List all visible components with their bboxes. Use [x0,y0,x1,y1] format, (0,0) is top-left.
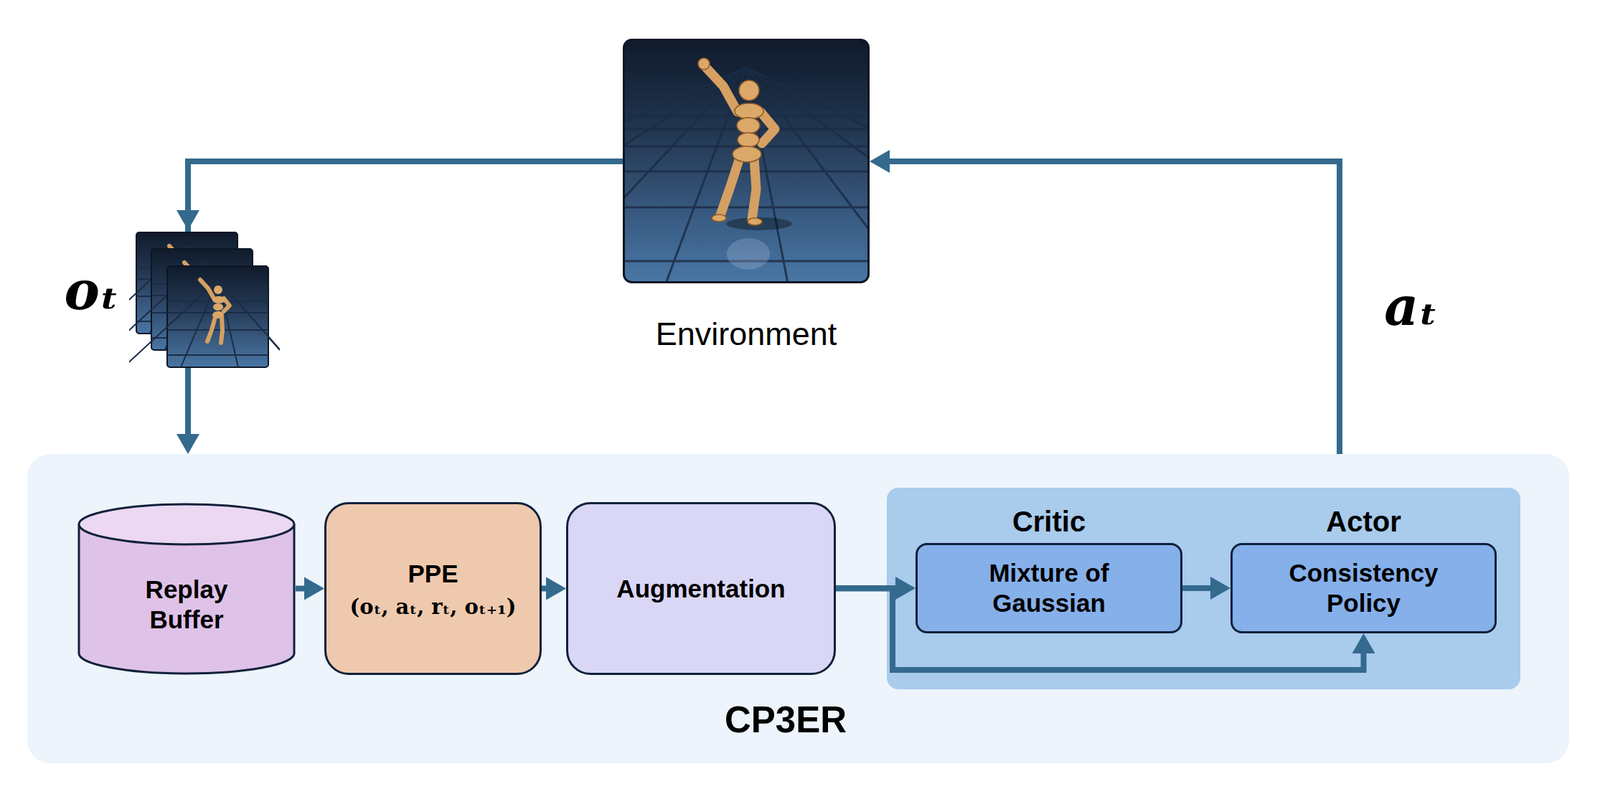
observation-frames [129,200,280,377]
node-text: Mixture of Gaussian [948,558,1150,619]
humanoid-figure [698,58,793,270]
environment-label: Environment [655,315,838,354]
arrowhead [176,210,200,231]
system-panel: CP3ER Replay Buffer PPE (oₜ, aₜ, rₜ, oₜ₊₁) A… [27,454,1570,764]
environment-box: Environment [622,38,870,284]
tuple-text: (oₜ, aₜ, rₜ, oₜ₊₁) [350,594,517,620]
signal-symbol: oₜ [64,259,120,322]
critic-box: CriticMixture of Gaussian [915,543,1183,634]
database-cylinder: Replay Buffer [77,502,296,676]
checker-floor [624,67,869,282]
group-heading: Critic [1012,505,1086,539]
arrowhead [869,149,890,173]
actor-box: ActorConsistency Policy [1230,543,1497,634]
panel-title: CP3ER [724,698,847,742]
process-box: PPE (oₜ, aₜ, rₜ, oₜ₊₁) [324,502,542,676]
group-heading: Actor [1325,505,1401,539]
process-box: Augmentation [566,502,836,676]
environment-render [622,38,870,284]
connector-line [295,586,306,592]
connector-line [888,161,1340,455]
signal-symbol: aₜ [1384,275,1438,338]
connector-line [1182,585,1212,592]
arrowhead [176,434,200,455]
node-text: Augmentation [616,573,785,605]
connector [869,149,1340,455]
node-text: Consistency Policy [1263,558,1465,619]
node-text: PPE [407,558,458,590]
node-text: Replay Buffer [111,574,262,635]
